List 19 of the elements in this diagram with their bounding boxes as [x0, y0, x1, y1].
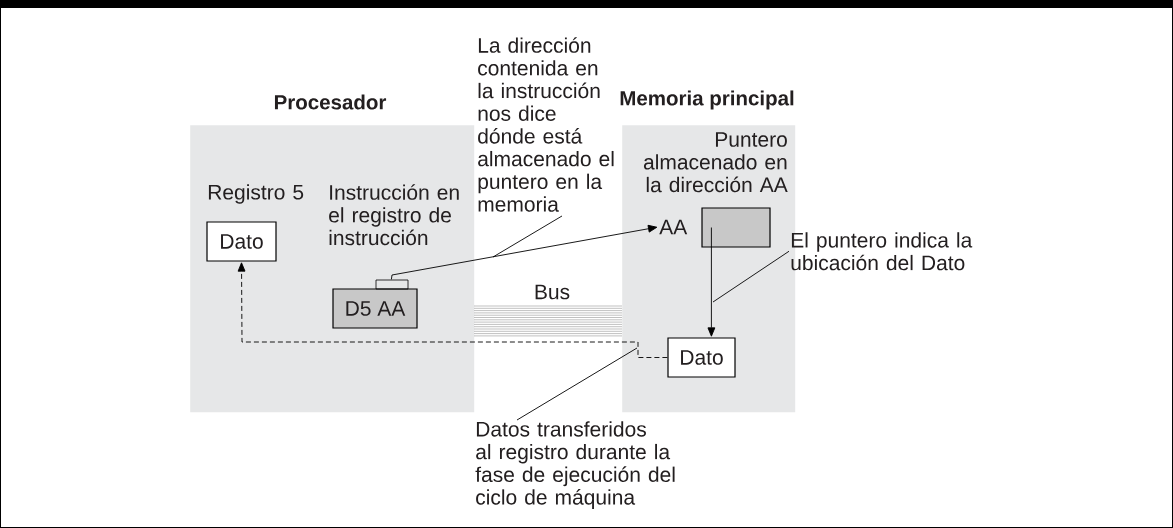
leader-line — [516, 347, 638, 421]
register-box: D5 AA — [332, 279, 418, 329]
register-box: Dato — [667, 337, 736, 378]
arrow — [390, 224, 658, 280]
arrow — [707, 227, 716, 337]
caption-text: Puntero almacenado en la dirección AA — [643, 132, 788, 193]
panel-heading: Procesador — [274, 94, 387, 110]
panel-heading: Memoria principal — [620, 90, 794, 110]
callout-text: El puntero indica la ubicación del Dato — [791, 232, 973, 271]
leader-line — [712, 250, 790, 303]
bus-label: Bus — [535, 284, 570, 300]
register-box: Dato — [206, 221, 277, 262]
caption-text: Registro 5 — [208, 184, 304, 204]
leader-line — [492, 215, 563, 258]
instruction-caption: Instrucción en el registro de instrucción — [329, 184, 459, 246]
address-label: AA — [659, 219, 688, 235]
arrow — [237, 262, 668, 358]
callout-text: La dirección contenida en la instrucción nos dice dónde está almacenado el puntero en la memoria — [478, 37, 614, 212]
callout-text: Datos transferidos al registro durante la fase de ejecución del ciclo de máquina — [475, 421, 675, 509]
